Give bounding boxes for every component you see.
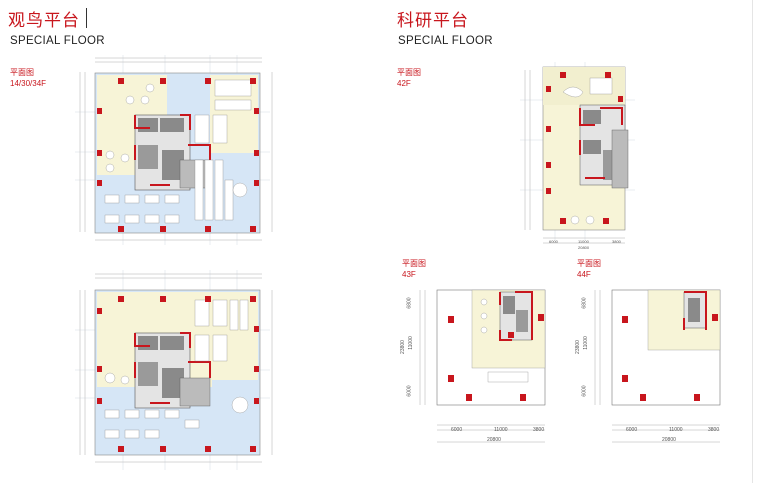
dim-42-b: 11000 (578, 239, 589, 244)
dim-42-c: 3800 (612, 239, 621, 244)
section-title-research: 科研平台 (397, 11, 469, 31)
dim-44-c: 3800 (708, 427, 720, 433)
dim-42-total: 20800 (578, 245, 590, 250)
plan-label-42: 平面图 (397, 68, 421, 77)
dim-42-a: 6000 (549, 239, 558, 244)
section-subtitle-left: SPECIAL FLOOR (10, 35, 105, 47)
dim-43-side-c: 6000 (406, 385, 413, 397)
section-title-birdwatch: 观鸟平台 (8, 11, 80, 31)
dim-43-side-b: 11000 (407, 336, 414, 350)
dim-43-b: 11000 (494, 427, 508, 433)
plan-label-44: 平面图 (577, 259, 601, 268)
dim-44-side-b: 11000 (582, 336, 589, 350)
plan-floor-44: 44F (577, 270, 591, 279)
dim-43-overall: 23800 (399, 340, 406, 354)
dim-43-total: 20800 (487, 437, 501, 443)
dim-44-side-c: 6000 (581, 385, 588, 397)
text-cursor (86, 8, 87, 28)
dim-43-c: 3800 (533, 427, 545, 433)
dim-43-side-a: 6800 (406, 297, 413, 309)
dim-44-side-a: 6800 (581, 297, 588, 309)
plan-label-left: 平面图 (10, 68, 34, 77)
dim-44-overall: 23800 (574, 340, 581, 354)
dim-44-total: 20800 (662, 437, 676, 443)
dim-43-a: 6000 (451, 427, 463, 433)
plan-label-43: 平面图 (402, 259, 426, 268)
section-subtitle-right: SPECIAL FLOOR (398, 35, 493, 47)
dim-44-b: 11000 (669, 427, 683, 433)
dim-44-a: 6000 (626, 427, 638, 433)
plan-floor-43: 43F (402, 270, 416, 279)
plan-floor-42: 42F (397, 79, 411, 88)
page-divider (752, 0, 753, 483)
plan-floors-left: 14/30/34F (10, 79, 47, 88)
